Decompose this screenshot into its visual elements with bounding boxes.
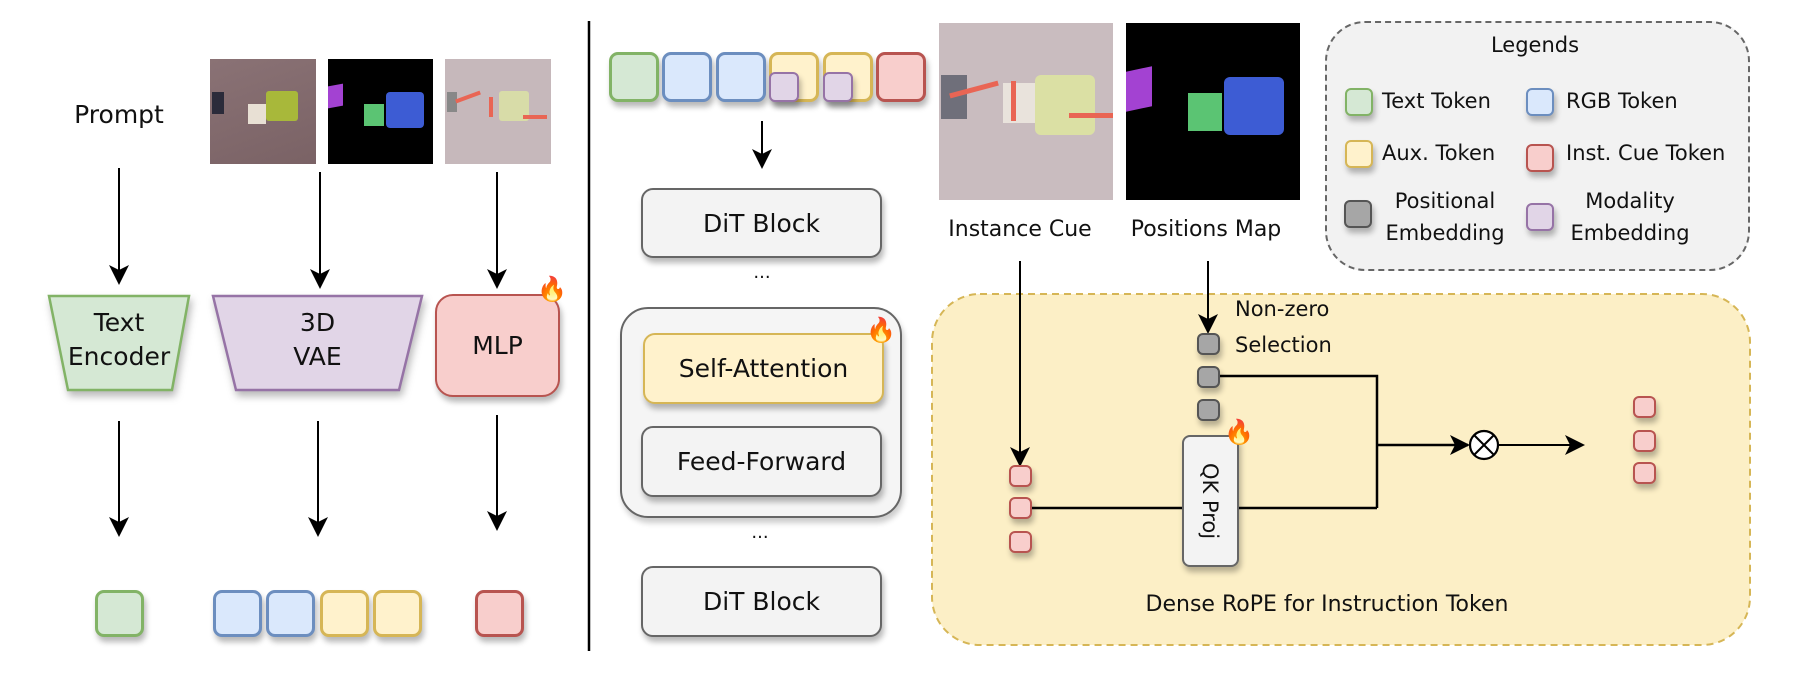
text-encoder-label: Text Encoder [49, 306, 189, 374]
text-encoder-line2: Encoder [67, 342, 171, 371]
legend-positional-line2: Embedding [1385, 221, 1505, 245]
seq-rgb-token [716, 52, 766, 102]
dense-rope-label: Dense RoPE for Instruction Token [1145, 592, 1509, 617]
seq-modality-embedding [769, 72, 799, 102]
mlp-block: MLP [435, 294, 560, 397]
non-zero-label: Non-zero [1235, 297, 1330, 321]
rgb-scene-image [210, 59, 316, 164]
mlp-label: MLP [472, 331, 523, 360]
output-rope-token [1633, 462, 1656, 484]
instance-cue-overlay-image [445, 59, 551, 164]
flame-icon-self-attention: 🔥 [866, 316, 896, 344]
legend-positional-line1: Positional [1394, 189, 1496, 213]
flame-icon-qk-proj: 🔥 [1224, 418, 1254, 446]
text-encoder-line1: Text [93, 308, 145, 337]
vae-line2: VAE [293, 342, 342, 371]
inst-cue-token [475, 590, 524, 637]
inst-cue-input-token [1009, 531, 1032, 553]
legend-rgb-token-label: RGB Token [1566, 89, 1678, 113]
legend-positional-embedding-swatch [1344, 200, 1372, 228]
legend-aux-token-swatch [1345, 140, 1373, 168]
text-encoder-shape [47, 294, 191, 392]
dense-rope-region [931, 293, 1751, 646]
legend-aux-token-label: Aux. Token [1382, 141, 1496, 165]
legend-modality-line1: Modality [1585, 189, 1675, 213]
prompt-label: Prompt [74, 100, 164, 129]
instance-cue-label: Instance Cue [948, 217, 1092, 242]
flame-icon-mlp: 🔥 [537, 275, 567, 303]
vae-label: 3D VAE [213, 306, 422, 374]
legend-text-token-label: Text Token [1382, 89, 1491, 113]
seq-inst-cue-token [876, 52, 926, 102]
legend-positional-embedding-label: Positional Embedding [1375, 185, 1515, 249]
inst-cue-input-token [1009, 497, 1032, 519]
segmentation-mask-image [328, 59, 433, 164]
legend-modality-embedding-swatch [1526, 203, 1554, 231]
legend-rgb-token-swatch [1526, 88, 1554, 116]
text-token [95, 590, 144, 637]
seq-rgb-token [662, 52, 712, 102]
legend-modality-embedding-label: Modality Embedding [1560, 185, 1700, 249]
inst-cue-input-token [1009, 465, 1032, 487]
positional-embedding-token [1197, 366, 1220, 388]
aux-token [373, 590, 422, 637]
legend-text-token-swatch [1345, 88, 1373, 116]
legend-inst-cue-token-label: Inst. Cue Token [1566, 141, 1726, 165]
positional-embedding-token [1197, 333, 1220, 355]
legend-modality-line2: Embedding [1570, 221, 1690, 245]
rgb-token [213, 590, 262, 637]
self-attention-block: Self-Attention [643, 333, 884, 404]
dit-block-bottom: DiT Block [641, 566, 882, 637]
self-attention-label: Self-Attention [678, 354, 849, 383]
feed-forward-block: Feed-Forward [641, 426, 882, 497]
feed-forward-label: Feed-Forward [676, 447, 847, 476]
legend-inst-cue-token-swatch [1526, 144, 1554, 172]
positional-embedding-token [1197, 399, 1220, 421]
output-rope-token [1633, 396, 1656, 418]
aux-token [320, 590, 369, 637]
ellipsis-bottom: ... [751, 522, 769, 543]
positions-map-label: Positions Map [1130, 217, 1282, 242]
seq-modality-embedding [823, 72, 853, 102]
vae-shape [211, 294, 424, 392]
dit-block-top-label: DiT Block [702, 208, 821, 238]
qk-proj-block: QK Proj [1182, 435, 1239, 567]
line-positional-to-merge [1220, 374, 1379, 508]
dit-block-bottom-label: DiT Block [702, 587, 821, 616]
seq-text-token [609, 52, 659, 102]
legend-title: Legends [1490, 33, 1580, 57]
instance-cue-image [939, 23, 1113, 200]
output-rope-token [1633, 430, 1656, 452]
ellipsis-top: ... [753, 262, 771, 283]
qk-proj-label: QK Proj [1198, 462, 1223, 540]
vae-line1: 3D [299, 308, 336, 337]
dit-block-top: DiT Block [641, 188, 882, 258]
rgb-token [266, 590, 315, 637]
selection-label: Selection [1235, 333, 1332, 357]
positions-map-image [1126, 23, 1300, 200]
